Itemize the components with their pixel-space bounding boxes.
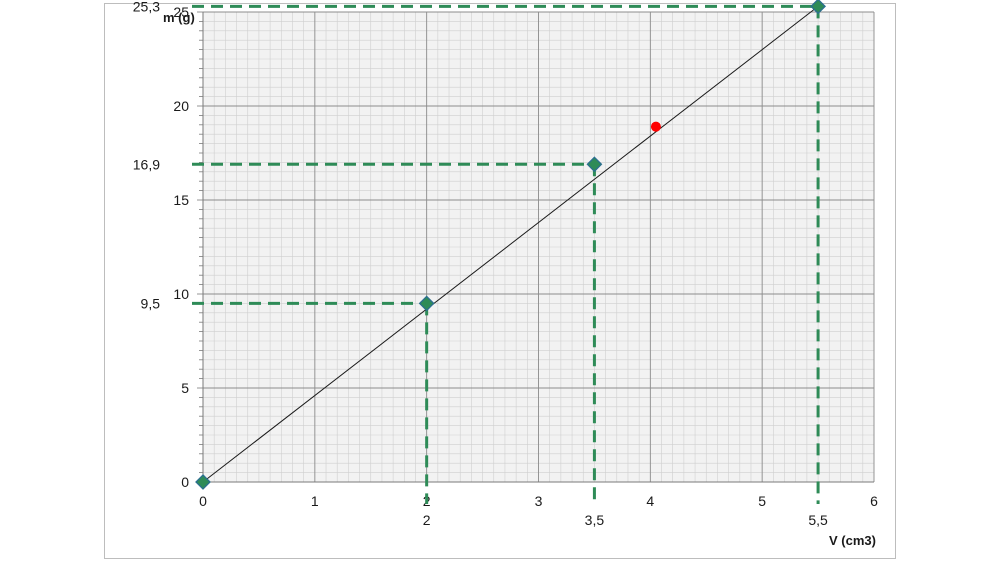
guide-x-value: 5,5 bbox=[808, 512, 828, 528]
x-tick-label: 4 bbox=[646, 493, 654, 509]
y-tick-label: 15 bbox=[173, 192, 189, 208]
red-point bbox=[650, 121, 661, 132]
guide-y-value: 9,5 bbox=[141, 295, 161, 311]
y-tick-label: 25 bbox=[173, 4, 189, 20]
fit-line-group bbox=[202, 5, 819, 483]
data-points bbox=[195, 0, 827, 490]
guide-y-value: 25,3 bbox=[133, 0, 160, 14]
x-tick-label: 3 bbox=[535, 493, 543, 509]
x-axis-title: V (cm3) bbox=[829, 533, 876, 548]
y-tick-label: 0 bbox=[181, 474, 189, 490]
y-tick-label: 10 bbox=[173, 286, 189, 302]
guide-y-value: 16,9 bbox=[133, 156, 160, 172]
y-axis-title: m (g) bbox=[163, 10, 195, 25]
x-tick-label: 6 bbox=[870, 493, 878, 509]
guide-x-value: 3,5 bbox=[585, 512, 605, 528]
guide-lines: 9,5 2 16,9 3,5 25,3 5,5 bbox=[133, 0, 828, 528]
data-point-diamond bbox=[810, 0, 827, 15]
fit-line bbox=[202, 5, 819, 483]
x-tick-label: 0 bbox=[199, 493, 207, 509]
y-tick-label: 20 bbox=[173, 98, 189, 114]
x-tick-label: 1 bbox=[311, 493, 319, 509]
axis-ticks bbox=[197, 11, 874, 483]
data-point-diamond bbox=[195, 474, 211, 490]
x-tick-label: 5 bbox=[758, 493, 766, 509]
data-point-diamond bbox=[586, 156, 603, 173]
y-tick-label: 5 bbox=[181, 380, 189, 396]
data-point-diamond bbox=[418, 295, 435, 312]
guide-x-value: 2 bbox=[423, 512, 431, 528]
